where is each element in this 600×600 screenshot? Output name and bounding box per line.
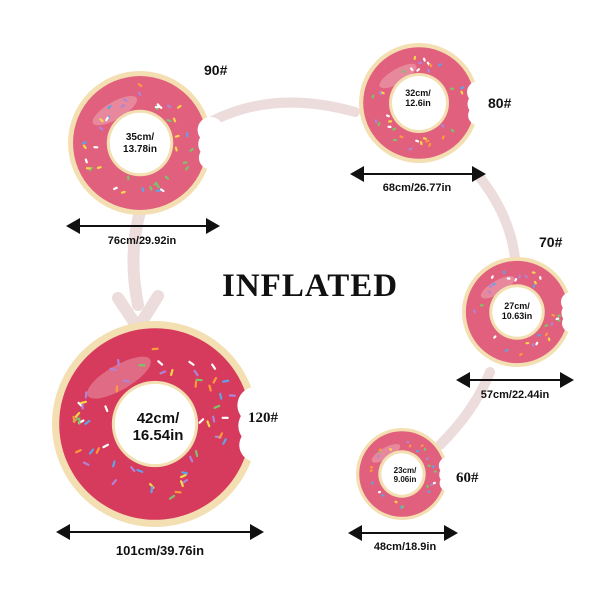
inner-cm: 32cm/ [405,88,431,98]
inner-in: 16.54in [132,427,184,445]
inner-cm: 35cm/ [125,132,155,143]
donut-float-icon [359,43,491,163]
donut-float-icon [52,321,278,527]
donut-float-icon [68,71,226,215]
inner-diameter-70: 27cm/ 10.63in [492,301,542,322]
outer-diameter-80: 68cm/26.77in [382,182,452,194]
size-label-80: 80# [488,95,512,111]
donut-float-icon [462,257,583,367]
inner-cm: 23cm/ [393,466,417,475]
inner-in: 10.63in [501,311,533,322]
size-label-60: 60# [456,470,479,486]
donut-float-icon [356,428,457,520]
outer-diameter-60: 48cm/18.9in [373,541,437,553]
inner-in: 13.78in [123,143,157,155]
size-label-90: 90# [204,62,228,78]
inner-in: 12.6in [405,98,431,109]
inner-diameter-80: 32cm/ 12.6in [393,88,443,109]
inner-cm: 42cm/ [136,410,180,427]
inner-diameter-60: 23cm/ 9.06in [380,466,430,484]
outer-diameter-70: 57cm/22.44in [480,389,550,401]
size-label-120: 120# [248,410,278,426]
size-label-70: 70# [539,234,563,250]
inner-diameter-120: 42cm/ 16.54in [118,410,198,445]
inner-diameter-90: 35cm/ 13.78in [110,132,170,155]
inflated-title: INFLATED [222,268,399,304]
inner-in: 9.06in [393,475,417,485]
outer-diameter-120: 101cm/39.76in [115,543,205,558]
outer-diameter-90: 76cm/29.92in [107,235,177,247]
inner-cm: 27cm/ [504,301,530,311]
